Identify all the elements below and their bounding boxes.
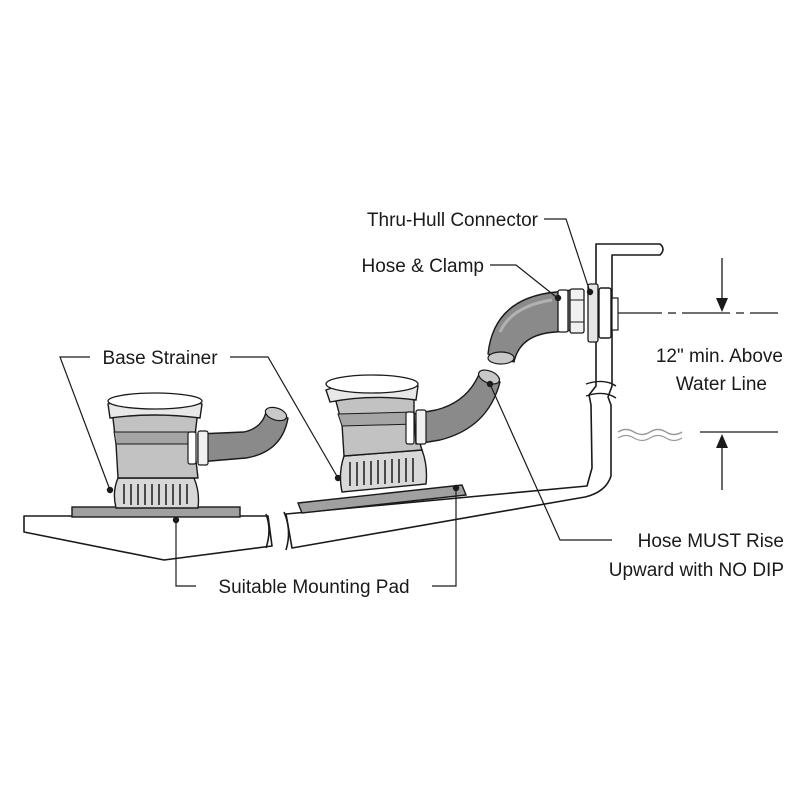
label-mounting-pad: Suitable Mounting Pad (218, 577, 409, 598)
label-thru-hull-connector: Thru-Hull Connector (367, 210, 539, 231)
label-water-line-line1: 12" min. Above (656, 346, 783, 367)
leader-dots (106, 288, 594, 524)
leader-base-strainer-left (59, 356, 111, 491)
water-wave (617, 428, 683, 436)
hull-left-section (23, 515, 273, 561)
pump-hose-clamp (415, 409, 427, 445)
pump-hose-clamp (187, 431, 197, 465)
leader-thru-hull (544, 218, 591, 293)
outlet-hose-shading (498, 298, 553, 333)
thru-hull-outer-nut (611, 297, 619, 331)
transom-break-mark (585, 380, 617, 387)
pump-hose-end (477, 369, 501, 385)
hull-break-mark (265, 513, 270, 549)
pump-top-surface (107, 392, 203, 410)
pump-strainer-base (339, 449, 428, 493)
strainer-slots (349, 458, 414, 486)
label-hose-rise-line1: Hose MUST Rise (638, 531, 784, 552)
leader-hose-clamp (490, 264, 561, 301)
leader-base-strainer-right (230, 356, 339, 479)
pump-hose-clamp (197, 430, 209, 466)
water-wave (617, 434, 683, 442)
strainer-slots (123, 484, 188, 505)
pump-strainer-base (113, 477, 200, 509)
label-hose-and-clamp: Hose & Clamp (362, 256, 485, 277)
hose-clamp-band (569, 288, 585, 334)
callout-labels: Thru-Hull Connector Hose & Clamp Base St… (102, 210, 784, 598)
thru-hull-flange (598, 287, 612, 339)
transom-break-mark (585, 392, 617, 399)
label-hose-rise-line2: Upward with NO DIP (609, 560, 784, 581)
pump-hose-clamp (405, 411, 415, 445)
thru-hull-fitting (587, 283, 599, 343)
hose-clamp (557, 288, 585, 334)
bilge-pump-middle (297, 369, 501, 514)
pump-hose (413, 371, 501, 445)
bilge-pump-left (71, 392, 289, 518)
pump-body-band (337, 411, 417, 427)
outlet-hose-end (487, 351, 515, 365)
pump-hose-end (264, 406, 288, 422)
arrow-down-icon (716, 298, 728, 312)
hull (23, 243, 664, 561)
hose-clamp-band (557, 289, 569, 333)
height-dimension (614, 258, 778, 490)
leader-lines (59, 218, 612, 587)
leader-mounting-pad-right (432, 488, 457, 587)
thru-hull-connector (587, 283, 619, 343)
pump-body-band (113, 431, 197, 445)
pump-hose (197, 411, 289, 463)
water-line (617, 428, 778, 442)
label-base-strainer: Base Strainer (102, 348, 218, 369)
pump-top-surface (325, 374, 419, 394)
hull-break-mark (283, 511, 290, 551)
leader-mounting-pad-left (175, 520, 196, 587)
mounting-pad-middle (297, 484, 467, 514)
label-water-line-line2: Water Line (676, 374, 767, 395)
leader-hose-rise (489, 383, 612, 541)
arrow-up-icon (716, 434, 728, 448)
